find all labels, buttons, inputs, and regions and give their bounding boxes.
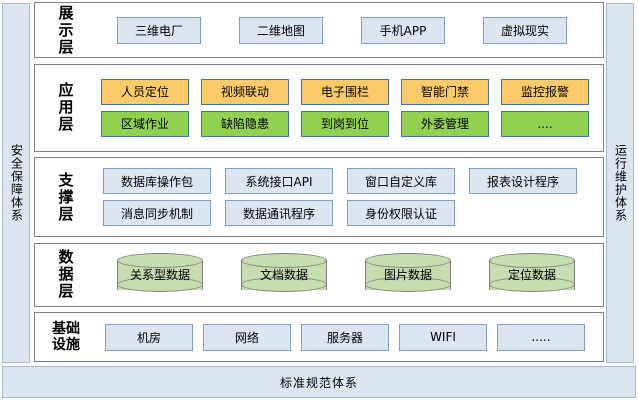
cylinder-data-4[interactable]: 定位数据	[489, 252, 575, 297]
bottom-bar-standards: 标准规范体系	[2, 366, 636, 398]
node-support-6[interactable]: 数据通讯程序	[225, 200, 333, 226]
application-row-2: 区域作业 缺陷隐患 到岗到位 外委管理 ....	[97, 110, 597, 137]
node-infrastructure-3[interactable]: 服务器	[301, 323, 389, 351]
node-infrastructure-more[interactable]: .....	[497, 323, 585, 351]
cylinder-top	[489, 252, 575, 268]
node-application-4[interactable]: 智能门禁	[401, 78, 489, 105]
layer-presentation-label: 展 示 层	[58, 3, 74, 56]
node-application-more[interactable]: ....	[501, 110, 589, 137]
cylinder-data-2[interactable]: 文档数据	[241, 252, 327, 297]
layer-infrastructure: 基础 设施 机房 网络 服务器 WIFI .....	[34, 312, 604, 362]
presentation-row-1: 三维电厂 二维地图 手机APP 虚拟现实	[97, 16, 597, 44]
cylinder-top	[365, 252, 451, 268]
layer-support-body: 数据库操作包 系统接口API 窗口自定义库 报表设计程序 消息同步机制 数据通讯…	[97, 168, 603, 226]
layer-presentation: 展 示 层 三维电厂 二维地图 手机APP 虚拟现实	[34, 2, 604, 58]
data-row-1: 关系型数据 文档数据 图片数据	[97, 252, 597, 297]
node-application-7[interactable]: 缺陷隐患	[201, 110, 289, 137]
bottom-bar-label: 标准规范体系	[279, 375, 358, 390]
layer-application: 应 用 层 人员定位 视频联动 电子围栏 智能门禁 监控报警 区域作业 缺陷隐患…	[34, 63, 604, 152]
left-rail-security-assurance: 安全保障体系	[2, 3, 30, 363]
infrastructure-row-1: 机房 网络 服务器 WIFI .....	[97, 323, 597, 351]
application-row-1: 人员定位 视频联动 电子围栏 智能门禁 监控报警	[97, 78, 597, 105]
layer-support-label: 支 撑 层	[58, 170, 74, 223]
node-application-1[interactable]: 人员定位	[101, 78, 189, 105]
cylinder-bottom	[117, 276, 203, 292]
layer-data-label: 数 据 层	[58, 248, 74, 300]
support-row-2: 消息同步机制 数据通讯程序 身份权限认证	[97, 200, 597, 226]
right-rail-operation-maintenance: 运行维护体系	[606, 3, 634, 363]
node-application-9[interactable]: 外委管理	[401, 110, 489, 137]
node-support-1[interactable]: 数据库操作包	[103, 168, 211, 194]
node-application-6[interactable]: 区域作业	[101, 110, 189, 137]
node-support-4[interactable]: 报表设计程序	[469, 168, 577, 194]
node-application-2[interactable]: 视频联动	[201, 78, 289, 105]
layer-application-label: 应 用 层	[58, 81, 74, 133]
cylinder-top	[117, 252, 203, 268]
layer-infrastructure-body: 机房 网络 服务器 WIFI .....	[97, 323, 603, 351]
left-rail-label: 安全保障体系	[9, 144, 24, 222]
layer-data: 数 据 层 关系型数据 文档数据	[34, 242, 604, 307]
cylinder-data-3[interactable]: 图片数据	[365, 252, 451, 297]
node-support-3[interactable]: 窗口自定义库	[347, 168, 455, 194]
layer-data-body: 关系型数据 文档数据 图片数据	[97, 252, 603, 297]
node-support-7[interactable]: 身份权限认证	[347, 200, 455, 226]
layer-support: 支 撑 层 数据库操作包 系统接口API 窗口自定义库 报表设计程序 消息同步机…	[34, 157, 604, 237]
layer-application-body: 人员定位 视频联动 电子围栏 智能门禁 监控报警 区域作业 缺陷隐患 到岗到位 …	[97, 78, 603, 137]
cylinder-bottom	[241, 276, 327, 292]
node-presentation-3[interactable]: 手机APP	[361, 16, 445, 44]
node-support-2[interactable]: 系统接口API	[225, 168, 333, 194]
cylinder-data-1-label: 关系型数据	[129, 268, 190, 282]
node-support-5[interactable]: 消息同步机制	[103, 200, 211, 226]
node-application-8[interactable]: 到岗到位	[301, 110, 389, 137]
node-infrastructure-4[interactable]: WIFI	[399, 323, 487, 351]
layer-presentation-body: 三维电厂 二维地图 手机APP 虚拟现实	[97, 16, 603, 44]
cylinder-data-4-label: 定位数据	[507, 268, 556, 282]
node-presentation-1[interactable]: 三维电厂	[117, 16, 201, 44]
node-presentation-4[interactable]: 虚拟现实	[483, 16, 567, 44]
layer-stack: 展 示 层 三维电厂 二维地图 手机APP 虚拟现实 应 用 层 人员定位 视频…	[34, 2, 604, 362]
node-application-5[interactable]: 监控报警	[501, 78, 589, 105]
node-application-3[interactable]: 电子围栏	[301, 78, 389, 105]
node-presentation-2[interactable]: 二维地图	[239, 16, 323, 44]
cylinder-data-3-label: 图片数据	[383, 268, 432, 282]
node-infrastructure-1[interactable]: 机房	[105, 323, 193, 351]
right-rail-label: 运行维护体系	[613, 144, 628, 222]
support-row-1: 数据库操作包 系统接口API 窗口自定义库 报表设计程序	[97, 168, 597, 194]
cylinder-bottom	[365, 276, 451, 292]
cylinder-top	[241, 252, 327, 268]
cylinder-data-2-label: 文档数据	[259, 268, 308, 282]
cylinder-bottom	[489, 276, 575, 292]
node-infrastructure-2[interactable]: 网络	[203, 323, 291, 351]
layer-infrastructure-label: 基础 设施	[52, 321, 80, 353]
cylinder-data-1[interactable]: 关系型数据	[117, 252, 203, 297]
